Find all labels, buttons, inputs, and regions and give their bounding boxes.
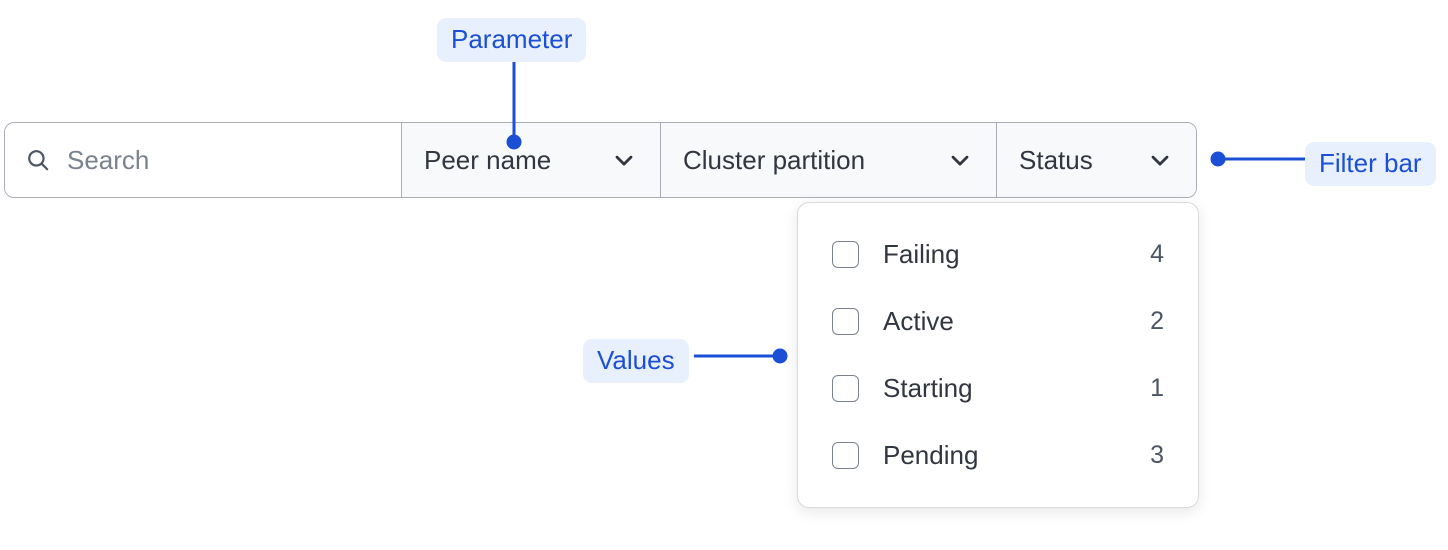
annotation-label-filter-bar: Filter bar [1305,142,1436,186]
leader-dot-values [772,348,788,364]
dropdown-cluster-partition-label: Cluster partition [683,144,866,175]
checkbox-pending[interactable] [832,442,859,469]
list-item-label: Pending [883,440,979,470]
chevron-down-icon [946,146,974,174]
list-item-count: 1 [1150,374,1164,402]
list-item-count: 2 [1150,307,1164,335]
search-input[interactable] [67,144,367,176]
dropdown-status[interactable]: Status [996,123,1196,197]
list-item-count: 4 [1150,240,1164,268]
search-field[interactable] [5,123,401,197]
status-values-dropdown-panel: Failing 4 Active 2 Starting 1 Pending 3 [797,202,1199,508]
dropdown-peer-name[interactable]: Peer name [401,123,660,197]
checkbox-failing[interactable] [832,241,859,268]
list-item[interactable]: Starting 1 [832,364,1164,414]
list-item-count: 3 [1150,441,1164,469]
chevron-down-icon [610,146,638,174]
list-item-label: Starting [883,373,973,403]
list-item-label: Failing [883,239,960,269]
search-icon [25,147,51,173]
leader-dot-filter-bar [1210,151,1226,167]
list-item-label: Active [883,306,954,336]
dropdown-cluster-partition[interactable]: Cluster partition [660,123,996,197]
list-item[interactable]: Active 2 [832,297,1164,347]
chevron-down-icon [1146,146,1174,174]
list-item[interactable]: Failing 4 [832,230,1164,280]
annotation-label-values: Values [583,339,689,383]
dropdown-status-label: Status [1019,144,1093,175]
checkbox-active[interactable] [832,308,859,335]
filter-bar: Peer name Cluster partition Status [4,122,1197,198]
dropdown-peer-name-label: Peer name [424,144,552,175]
checkbox-starting[interactable] [832,375,859,402]
annotation-label-parameter: Parameter [437,18,587,62]
list-item[interactable]: Pending 3 [832,431,1164,481]
